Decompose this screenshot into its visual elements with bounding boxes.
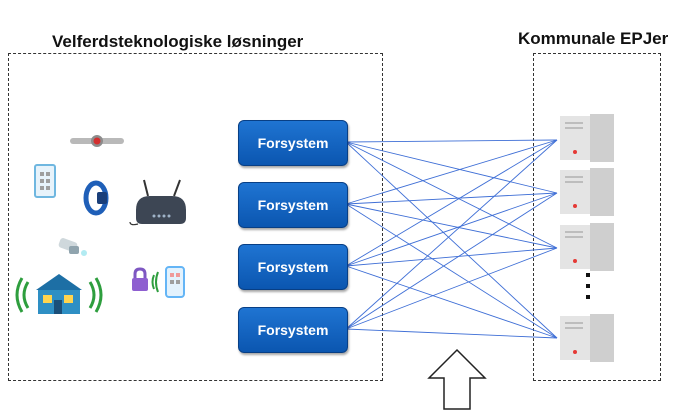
connection-line <box>345 141 558 194</box>
connection-line <box>345 192 558 330</box>
connection-line <box>345 139 558 267</box>
connection-line <box>345 203 558 249</box>
connection-line <box>345 247 558 267</box>
forsystem-button-3[interactable]: Forsystem <box>238 244 348 290</box>
smart-house-icon <box>15 274 103 314</box>
ellipsis-dots <box>586 273 592 306</box>
server-icon <box>560 314 614 362</box>
forsystem-button-2[interactable]: Forsystem <box>238 182 348 228</box>
keypad-panel-icon <box>34 164 56 198</box>
connection-line <box>345 192 558 267</box>
server-icon <box>560 223 614 271</box>
up-arrow-icon <box>427 348 487 410</box>
connection-line <box>345 139 558 330</box>
connection-line <box>345 139 558 205</box>
forsystem-button-1[interactable]: Forsystem <box>238 120 348 166</box>
router-icon <box>129 179 186 226</box>
connection-line <box>345 192 558 205</box>
connection-line <box>345 265 558 339</box>
sensor-strip-icon <box>70 135 124 147</box>
server-icon <box>560 114 614 162</box>
epj-box <box>533 53 661 381</box>
connection-line <box>345 141 558 339</box>
fitness-band-icon <box>83 180 109 216</box>
connection-line <box>345 141 558 249</box>
server-icon <box>560 168 614 216</box>
connection-line <box>345 139 558 143</box>
connection-line <box>345 328 558 339</box>
pill-dispenser-icon <box>58 238 87 256</box>
welfare-solutions-box <box>8 53 383 381</box>
connection-line <box>345 203 558 339</box>
right-group-title: Kommunale EPJer <box>518 29 669 48</box>
left-group-title: Velferdsteknologiske løsninger <box>52 32 304 51</box>
connection-line <box>345 247 558 330</box>
forsystem-button-4[interactable]: Forsystem <box>238 307 348 353</box>
smart-lock-icon <box>132 266 185 298</box>
